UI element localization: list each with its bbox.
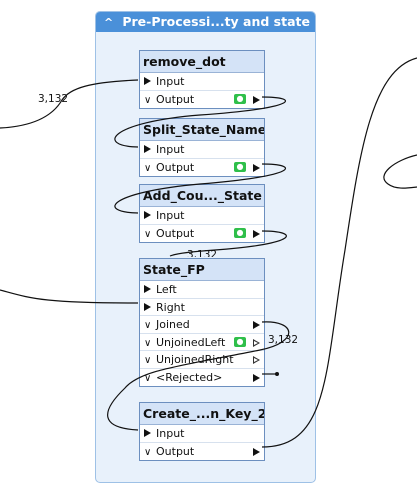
right-input-port[interactable]: Right — [140, 299, 264, 316]
arrow-right-icon[interactable] — [253, 95, 260, 104]
bookmark-title: Pre-Processi...ty and state — [122, 14, 310, 29]
port-label: UnjoinedLeft — [156, 335, 226, 349]
joined-output-port[interactable]: ∨ Joined — [140, 316, 264, 334]
transformer-create-key[interactable]: Create_...n_Key_2 Input ∨ Output — [139, 402, 265, 461]
arrow-right-icon[interactable] — [253, 447, 260, 456]
eye-icon[interactable]: ● — [234, 336, 246, 347]
transformer-title[interactable]: Create_...n_Key_2 — [140, 403, 264, 425]
input-port[interactable]: Input — [140, 425, 264, 443]
port-label: Output — [156, 92, 195, 106]
feature-count-label: 3,132 — [187, 249, 218, 257]
hollow-arrow-right-icon[interactable] — [253, 356, 260, 364]
arrow-right-icon[interactable] — [253, 373, 260, 382]
chevron-down-icon[interactable]: ∨ — [144, 372, 152, 384]
feature-count-label: 3,132 — [268, 334, 299, 346]
chevron-down-icon[interactable]: ∨ — [144, 94, 152, 106]
chevron-down-icon[interactable]: ∨ — [144, 355, 152, 366]
chevron-down-icon[interactable]: ∨ — [144, 337, 152, 349]
port-label: Input — [156, 427, 185, 440]
rejected-output-port[interactable]: ∨ <Rejected> — [140, 369, 264, 387]
arrow-right-icon[interactable] — [253, 229, 260, 238]
output-port[interactable]: ∨ Output — [140, 443, 264, 461]
port-label: <Rejected> — [156, 370, 223, 384]
port-label: Joined — [156, 318, 190, 331]
port-label: Output — [156, 226, 195, 240]
input-port[interactable]: Input — [140, 141, 264, 159]
arrow-right-icon[interactable] — [253, 163, 260, 172]
transformer-split-state-name[interactable]: Split_State_Name Input ∨ Output ● — [139, 118, 265, 177]
port-label: Right — [156, 300, 185, 314]
output-port[interactable]: ∨ Output ● — [140, 91, 264, 109]
chevron-down-icon[interactable]: ∨ — [144, 228, 152, 240]
port-label: Input — [156, 209, 185, 222]
input-port[interactable]: Input — [140, 207, 264, 225]
port-label: Input — [156, 75, 185, 88]
transformer-title[interactable]: State_FP — [140, 259, 264, 281]
transformer-title[interactable]: Split_State_Name — [140, 119, 264, 141]
transformer-add-state[interactable]: Add_Cou..._State Input ∨ Output ● — [139, 184, 265, 243]
input-port[interactable]: Input — [140, 73, 264, 91]
eye-icon[interactable]: ● — [234, 227, 246, 238]
hollow-arrow-right-icon[interactable] — [253, 338, 260, 347]
transformer-remove-dot[interactable]: remove_dot Input ∨ Output ● — [139, 50, 265, 109]
eye-icon[interactable]: ● — [234, 93, 246, 104]
chevron-down-icon[interactable]: ∨ — [144, 446, 152, 458]
arrow-right-icon[interactable] — [253, 321, 260, 329]
connection-line[interactable] — [383, 154, 417, 189]
feature-count-label: 3,132 — [38, 93, 69, 105]
bookmark-header[interactable]: ^ Pre-Processi...ty and state — [96, 12, 315, 32]
unjoined-left-output-port[interactable]: ∨ UnjoinedLeft ● — [140, 334, 264, 351]
transformer-state-fp[interactable]: State_FP Left Right ∨ Joined ∨ UnjoinedLef… — [139, 258, 265, 387]
port-label: Left — [156, 283, 177, 296]
left-input-port[interactable]: Left — [140, 281, 264, 299]
unjoined-right-output-port[interactable]: ∨ UnjoinedRight — [140, 351, 264, 369]
transformer-title[interactable]: remove_dot — [140, 51, 264, 73]
collapse-icon[interactable]: ^ — [104, 16, 114, 29]
transformer-title[interactable]: Add_Cou..._State — [140, 185, 264, 207]
eye-icon[interactable]: ● — [234, 161, 246, 172]
chevron-down-icon[interactable]: ∨ — [144, 162, 152, 174]
port-label: UnjoinedRight — [156, 353, 234, 366]
port-label: Input — [156, 143, 185, 156]
chevron-down-icon[interactable]: ∨ — [144, 320, 152, 331]
port-label: Output — [156, 444, 195, 458]
port-label: Output — [156, 160, 195, 174]
output-port[interactable]: ∨ Output ● — [140, 159, 264, 177]
output-port[interactable]: ∨ Output ● — [140, 225, 264, 243]
